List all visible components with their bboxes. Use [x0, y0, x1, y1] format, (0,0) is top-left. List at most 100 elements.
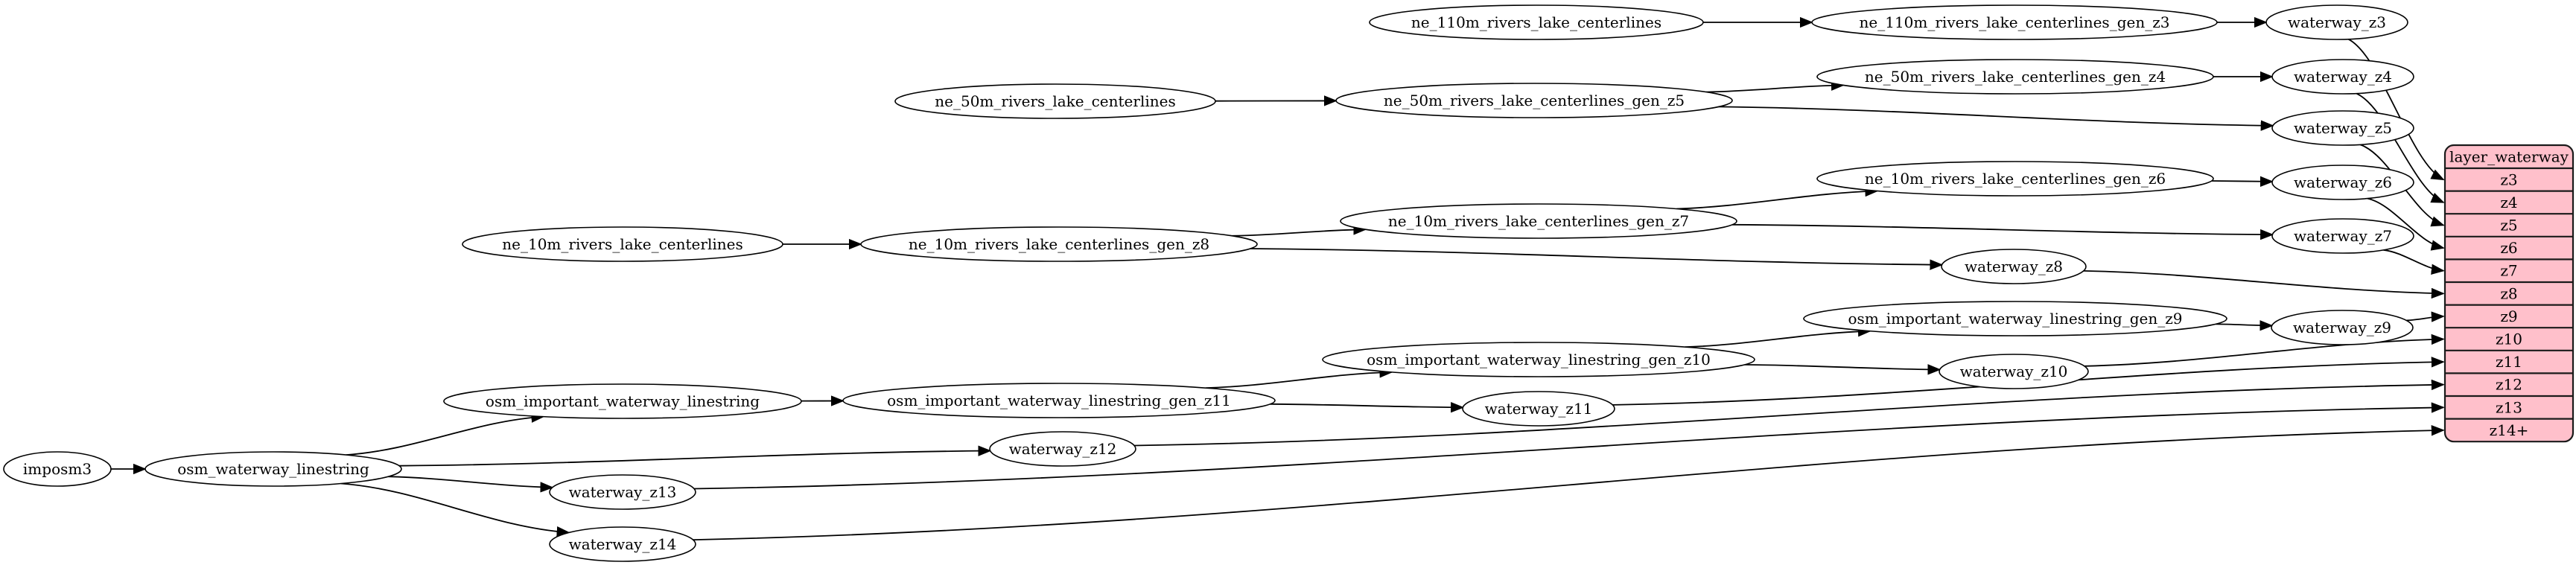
edge-osm_important_waterway_linestring_gen_z11-to-osm_important_waterway_linestring_gen_z10 — [1206, 367, 1393, 389]
node-ne_10m_rivers_lake_centerlines_gen_z6: ne_10m_rivers_lake_centerlines_gen_z6 — [1816, 161, 2214, 197]
node-ne_50m_rivers_lake_centerlines_gen_z4: ne_50m_rivers_lake_centerlines_gen_z4 — [1816, 59, 2214, 95]
edge-osm_important_waterway_linestring_gen_z10-to-waterway_z10 — [1744, 364, 1941, 375]
node-shape-osm_important_waterway_linestring_gen_z11 — [842, 383, 1276, 418]
node-shape-waterway_z12 — [989, 431, 1136, 467]
node-waterway_z3: waterway_z3 — [2265, 4, 2408, 40]
node-label-waterway_z14: waterway_z14 — [569, 535, 677, 553]
node-shape-waterway_z14 — [549, 526, 696, 562]
table-row-z4: z4 — [2500, 194, 2517, 211]
table-row-z10: z10 — [2496, 331, 2522, 348]
node-label-imposm3: imposm3 — [23, 460, 92, 478]
node-shape-osm_important_waterway_linestring — [443, 383, 802, 419]
edge-osm_important_waterway_linestring_gen_z10-to-osm_important_waterway_linestring_gen_z9 — [1685, 325, 1871, 348]
edge-osm_waterway_linestring-to-osm_important_waterway_linestring — [346, 412, 545, 456]
node-waterway_z14: waterway_z14 — [549, 526, 696, 562]
node-label-waterway_z13: waterway_z13 — [569, 483, 677, 501]
table-row-z7: z7 — [2500, 262, 2517, 280]
node-label-ne_10m_rivers_lake_centerlines: ne_10m_rivers_lake_centerlines — [502, 235, 742, 253]
node-waterway_z13: waterway_z13 — [549, 474, 696, 510]
node-ne_10m_rivers_lake_centerlines: ne_10m_rivers_lake_centerlines — [462, 226, 783, 262]
node-shape-ne_50m_rivers_lake_centerlines_gen_z4 — [1816, 59, 2214, 95]
node-shape-ne_50m_rivers_lake_centerlines_gen_z5 — [1335, 83, 1733, 118]
table-row-z13: z13 — [2496, 398, 2522, 416]
node-shape-waterway_z7 — [2271, 218, 2414, 254]
table-row-z14+: z14+ — [2490, 421, 2529, 439]
edge-waterway_z14-to-layer_waterway-z14+ — [693, 425, 2445, 540]
node-shape-waterway_z10 — [1939, 354, 2089, 389]
node-shape-osm_important_waterway_linestring_gen_z9 — [1803, 301, 2227, 336]
node-osm_waterway_linestring: osm_waterway_linestring — [144, 451, 402, 487]
table-row-z11: z11 — [2496, 353, 2522, 371]
node-shape-waterway_z3 — [2265, 4, 2408, 40]
node-label-ne_10m_rivers_lake_centerlines_gen_z8: ne_10m_rivers_lake_centerlines_gen_z8 — [909, 235, 1209, 253]
node-label-waterway_z12: waterway_z12 — [1009, 440, 1117, 458]
edge-waterway_z3-to-layer_waterway-z3 — [2347, 38, 2445, 181]
node-waterway_z4: waterway_z4 — [2271, 59, 2414, 95]
node-shape-waterway_z13 — [549, 474, 696, 510]
node-label-waterway_z10: waterway_z10 — [1960, 363, 2068, 380]
edge-waterway_z10-to-layer_waterway-z10 — [2084, 334, 2445, 367]
node-label-waterway_z7: waterway_z7 — [2294, 227, 2392, 245]
edge-osm_waterway_linestring-to-waterway_z13 — [388, 476, 554, 493]
node-osm_important_waterway_linestring_gen_z10: osm_important_waterway_linestring_gen_z1… — [1322, 342, 1755, 377]
node-label-ne_10m_rivers_lake_centerlines_gen_z7: ne_10m_rivers_lake_centerlines_gen_z7 — [1388, 212, 1689, 230]
edge-waterway_z13-to-layer_waterway-z13 — [694, 402, 2445, 490]
edge-ne_50m_rivers_lake_centerlines_gen_z5-to-waterway_z5 — [1718, 106, 2274, 131]
node-label-osm_waterway_linestring: osm_waterway_linestring — [177, 460, 369, 478]
node-label-ne_110m_rivers_lake_centerlines_gen_z3: ne_110m_rivers_lake_centerlines_gen_z3 — [1860, 13, 2170, 31]
table-row-z12: z12 — [2496, 376, 2522, 394]
node-label-waterway_z5: waterway_z5 — [2294, 119, 2392, 137]
table-title: layer_waterway — [2449, 148, 2569, 166]
edge-ne_10m_rivers_lake_centerlines_gen_z7-to-waterway_z7 — [1732, 223, 2274, 240]
node-ne_10m_rivers_lake_centerlines_gen_z7: ne_10m_rivers_lake_centerlines_gen_z7 — [1340, 203, 1737, 239]
node-label-osm_important_waterway_linestring: osm_important_waterway_linestring — [486, 392, 760, 410]
node-waterway_z6: waterway_z6 — [2271, 165, 2414, 200]
node-waterway_z9: waterway_z9 — [2271, 310, 2414, 345]
node-shape-osm_waterway_linestring — [144, 451, 402, 487]
node-label-ne_50m_rivers_lake_centerlines_gen_z4: ne_50m_rivers_lake_centerlines_gen_z4 — [1865, 68, 2166, 86]
node-label-waterway_z4: waterway_z4 — [2294, 68, 2392, 86]
node-shape-osm_important_waterway_linestring_gen_z10 — [1322, 342, 1755, 377]
node-label-ne_50m_rivers_lake_centerlines_gen_z5: ne_50m_rivers_lake_centerlines_gen_z5 — [1384, 92, 1685, 109]
node-waterway_z7: waterway_z7 — [2271, 218, 2414, 254]
edge-osm_waterway_linestring-to-waterway_z14 — [340, 482, 570, 537]
node-waterway_z10: waterway_z10 — [1939, 354, 2089, 389]
edge-ne_10m_rivers_lake_centerlines_gen_z6-to-waterway_z6 — [2211, 176, 2274, 188]
node-shape-waterway_z5 — [2271, 110, 2414, 146]
node-label-ne_50m_rivers_lake_centerlines: ne_50m_rivers_lake_centerlines — [935, 92, 1175, 110]
node-shape-waterway_z4 — [2271, 59, 2414, 95]
node-label-ne_10m_rivers_lake_centerlines_gen_z6: ne_10m_rivers_lake_centerlines_gen_z6 — [1865, 170, 2166, 188]
node-label-waterway_z8: waterway_z8 — [1965, 258, 2063, 275]
node-shape-ne_10m_rivers_lake_centerlines — [462, 226, 783, 262]
node-label-osm_important_waterway_linestring_gen_z9: osm_important_waterway_linestring_gen_z9 — [1848, 310, 2183, 328]
node-shape-ne_10m_rivers_lake_centerlines_gen_z7 — [1340, 203, 1737, 239]
node-label-waterway_z6: waterway_z6 — [2294, 173, 2392, 191]
node-ne_50m_rivers_lake_centerlines: ne_50m_rivers_lake_centerlines — [894, 83, 1216, 119]
node-ne_110m_rivers_lake_centerlines_gen_z3: ne_110m_rivers_lake_centerlines_gen_z3 — [1811, 4, 2218, 40]
node-shape-ne_10m_rivers_lake_centerlines_gen_z6 — [1816, 161, 2214, 197]
node-waterway_z12: waterway_z12 — [989, 431, 1136, 467]
edge-osm_important_waterway_linestring_gen_z9-to-waterway_z9 — [2216, 320, 2274, 331]
node-shape-waterway_z6 — [2271, 165, 2414, 200]
node-imposm3: imposm3 — [3, 451, 112, 487]
node-label-osm_important_waterway_linestring_gen_z10: osm_important_waterway_linestring_gen_z1… — [1367, 351, 1711, 368]
edge-ne_10m_rivers_lake_centerlines_gen_z8-to-ne_10m_rivers_lake_centerlines_gen_z7 — [1232, 224, 1367, 237]
node-ne_110m_rivers_lake_centerlines: ne_110m_rivers_lake_centerlines — [1369, 4, 1704, 40]
table-body — [2443, 144, 2575, 443]
table-row-z3: z3 — [2500, 170, 2517, 188]
node-label-osm_important_waterway_linestring_gen_z11: osm_important_waterway_linestring_gen_z1… — [887, 392, 1231, 409]
node-waterway_z11: waterway_z11 — [1462, 391, 1615, 427]
node-ne_50m_rivers_lake_centerlines_gen_z5: ne_50m_rivers_lake_centerlines_gen_z5 — [1335, 83, 1733, 118]
edge-waterway_z8-to-layer_waterway-z8 — [2083, 270, 2445, 299]
table-row-z9: z9 — [2500, 307, 2517, 325]
edge-ne_50m_rivers_lake_centerlines_gen_z5-to-ne_50m_rivers_lake_centerlines_gen_z4 — [1705, 80, 1845, 93]
table-row-z6: z6 — [2500, 239, 2517, 257]
node-ne_10m_rivers_lake_centerlines_gen_z8: ne_10m_rivers_lake_centerlines_gen_z8 — [860, 226, 1258, 262]
table-layer_waterway: layer_waterwayz3z4z5z6z7z8z9z10z11z12z13… — [2443, 144, 2575, 443]
edge-ne_10m_rivers_lake_centerlines_gen_z7-to-ne_10m_rivers_lake_centerlines_gen_z6 — [1676, 185, 1879, 210]
edge-waterway_z6-to-layer_waterway-z6 — [2367, 197, 2445, 251]
edge-waterway_z7-to-layer_waterway-z7 — [2383, 249, 2445, 275]
edge-waterway_z4-to-layer_waterway-z4 — [2356, 92, 2445, 203]
node-shape-imposm3 — [3, 451, 112, 487]
